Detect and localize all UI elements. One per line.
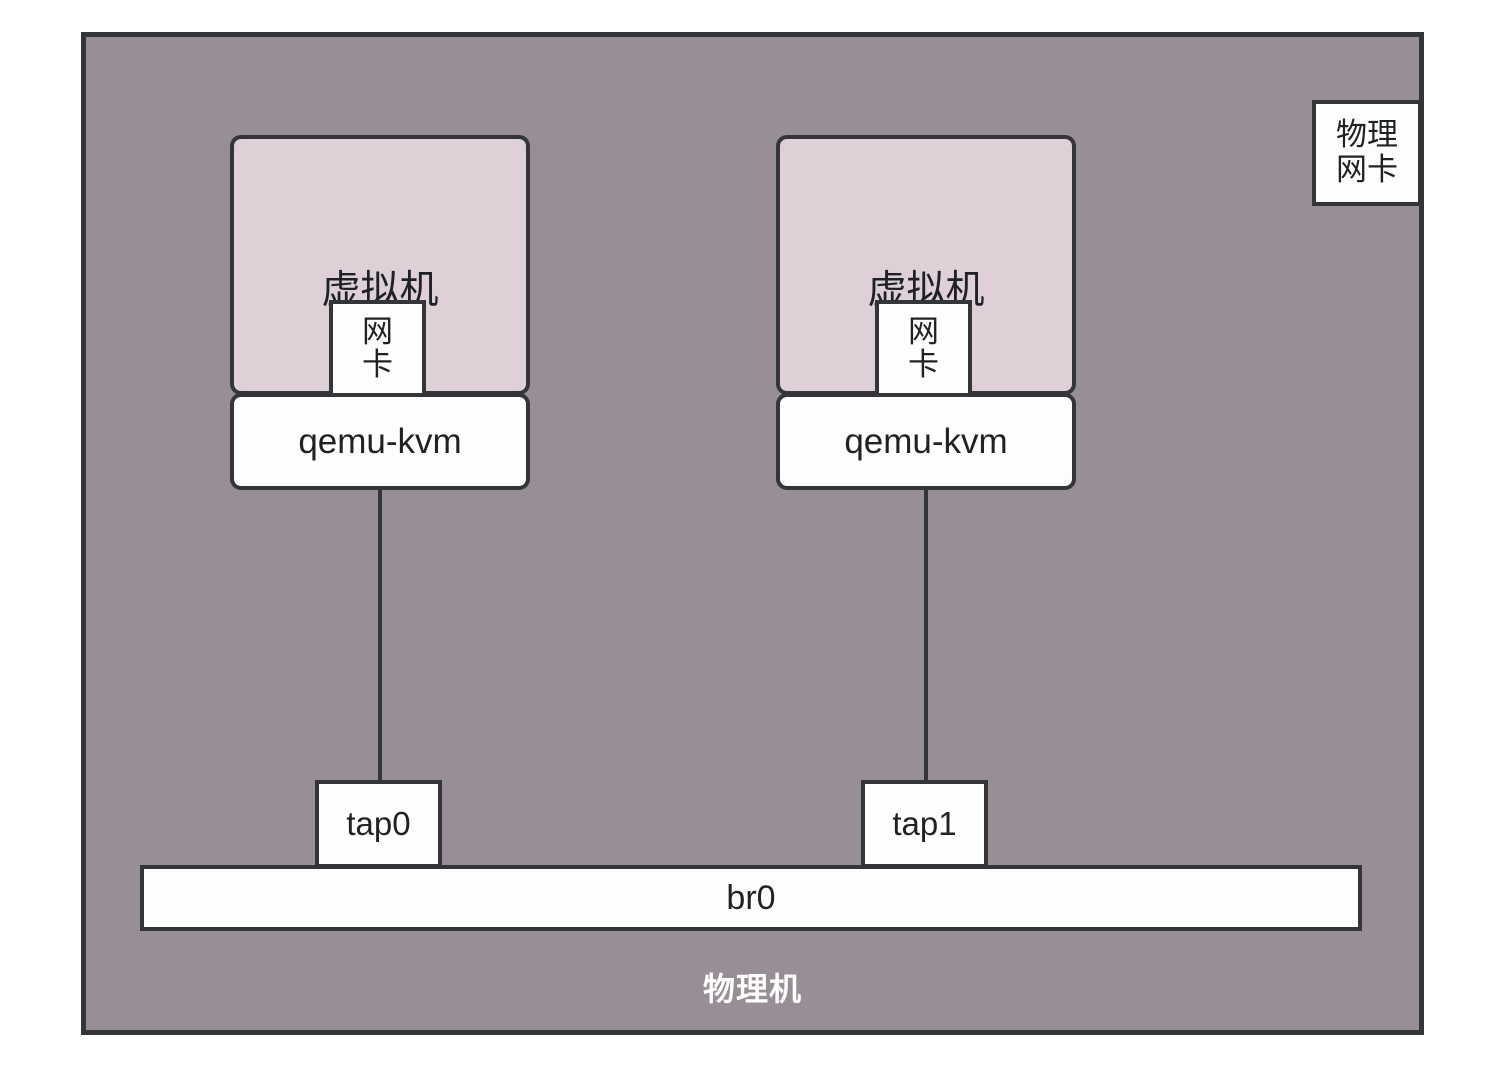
vm-nic-box-1: 网 卡 [875,300,972,397]
qemu-kvm-label-1: qemu-kvm [844,421,1008,461]
qemu-kvm-box-0: qemu-kvm [230,393,530,490]
tap-device-box-0: tap0 [315,780,442,868]
bridge-label: br0 [726,878,776,917]
host-machine-label: 物理机 [702,971,802,1007]
vm-nic-label-line1-1: 网 [908,313,939,349]
vm-nic-box-0: 网 卡 [329,300,426,397]
tap-device-label-1: tap1 [892,805,957,842]
host-machine-container: 物理 网卡 虚拟机 网 卡 qemu-kvm 虚拟机 网 卡 [81,32,1424,1035]
tap-device-label-0: tap0 [346,805,411,842]
bridge-box-br0: br0 [140,865,1362,931]
qemu-kvm-label-0: qemu-kvm [298,421,462,461]
physical-nic-box: 物理 网卡 [1312,100,1422,206]
physical-nic-label-line2: 网卡 [1336,152,1398,187]
vm-nic-label-line2-1: 卡 [908,346,939,382]
tap-device-box-1: tap1 [861,780,988,868]
vm-nic-label-line1-0: 网 [362,313,393,349]
vm-group-0: 虚拟机 网 卡 qemu-kvm [230,135,530,523]
vm-nic-label-line2-0: 卡 [362,346,393,382]
vm-group-1: 虚拟机 网 卡 qemu-kvm [776,135,1076,523]
physical-nic-label-line1: 物理 [1336,117,1398,153]
connector-line-qemu0-to-tap0 [378,490,382,815]
qemu-kvm-box-1: qemu-kvm [776,393,1076,490]
connector-line-qemu1-to-tap1 [924,490,928,815]
